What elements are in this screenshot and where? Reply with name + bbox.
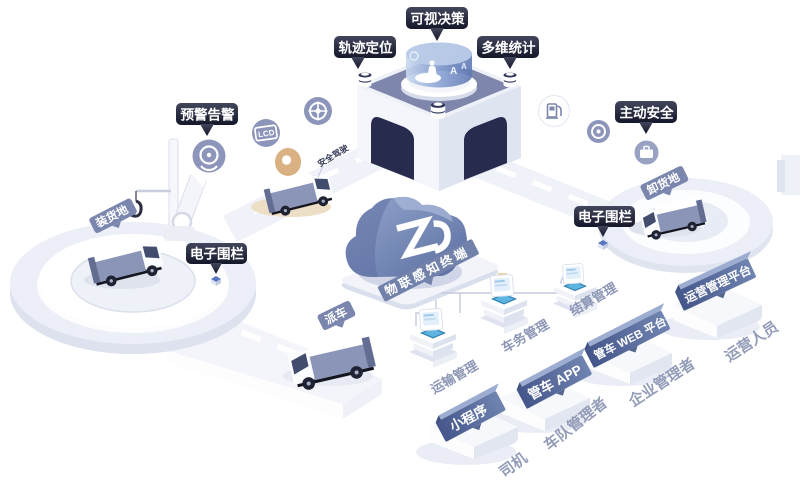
svg-text:轨迹定位: 轨迹定位 xyxy=(339,40,393,56)
svg-text:多维统计: 多维统计 xyxy=(482,40,536,56)
svg-text:主动安全: 主动安全 xyxy=(620,105,674,121)
svg-text:LCD: LCD xyxy=(258,128,276,139)
svg-text:电子围栏: 电子围栏 xyxy=(578,209,632,225)
svg-text:A: A xyxy=(450,66,457,77)
svg-text:预警告警: 预警告警 xyxy=(181,107,235,123)
svg-text:A: A xyxy=(461,62,467,71)
svg-text:可视决策: 可视决策 xyxy=(411,11,465,27)
svg-text:电子围栏: 电子围栏 xyxy=(190,246,244,262)
